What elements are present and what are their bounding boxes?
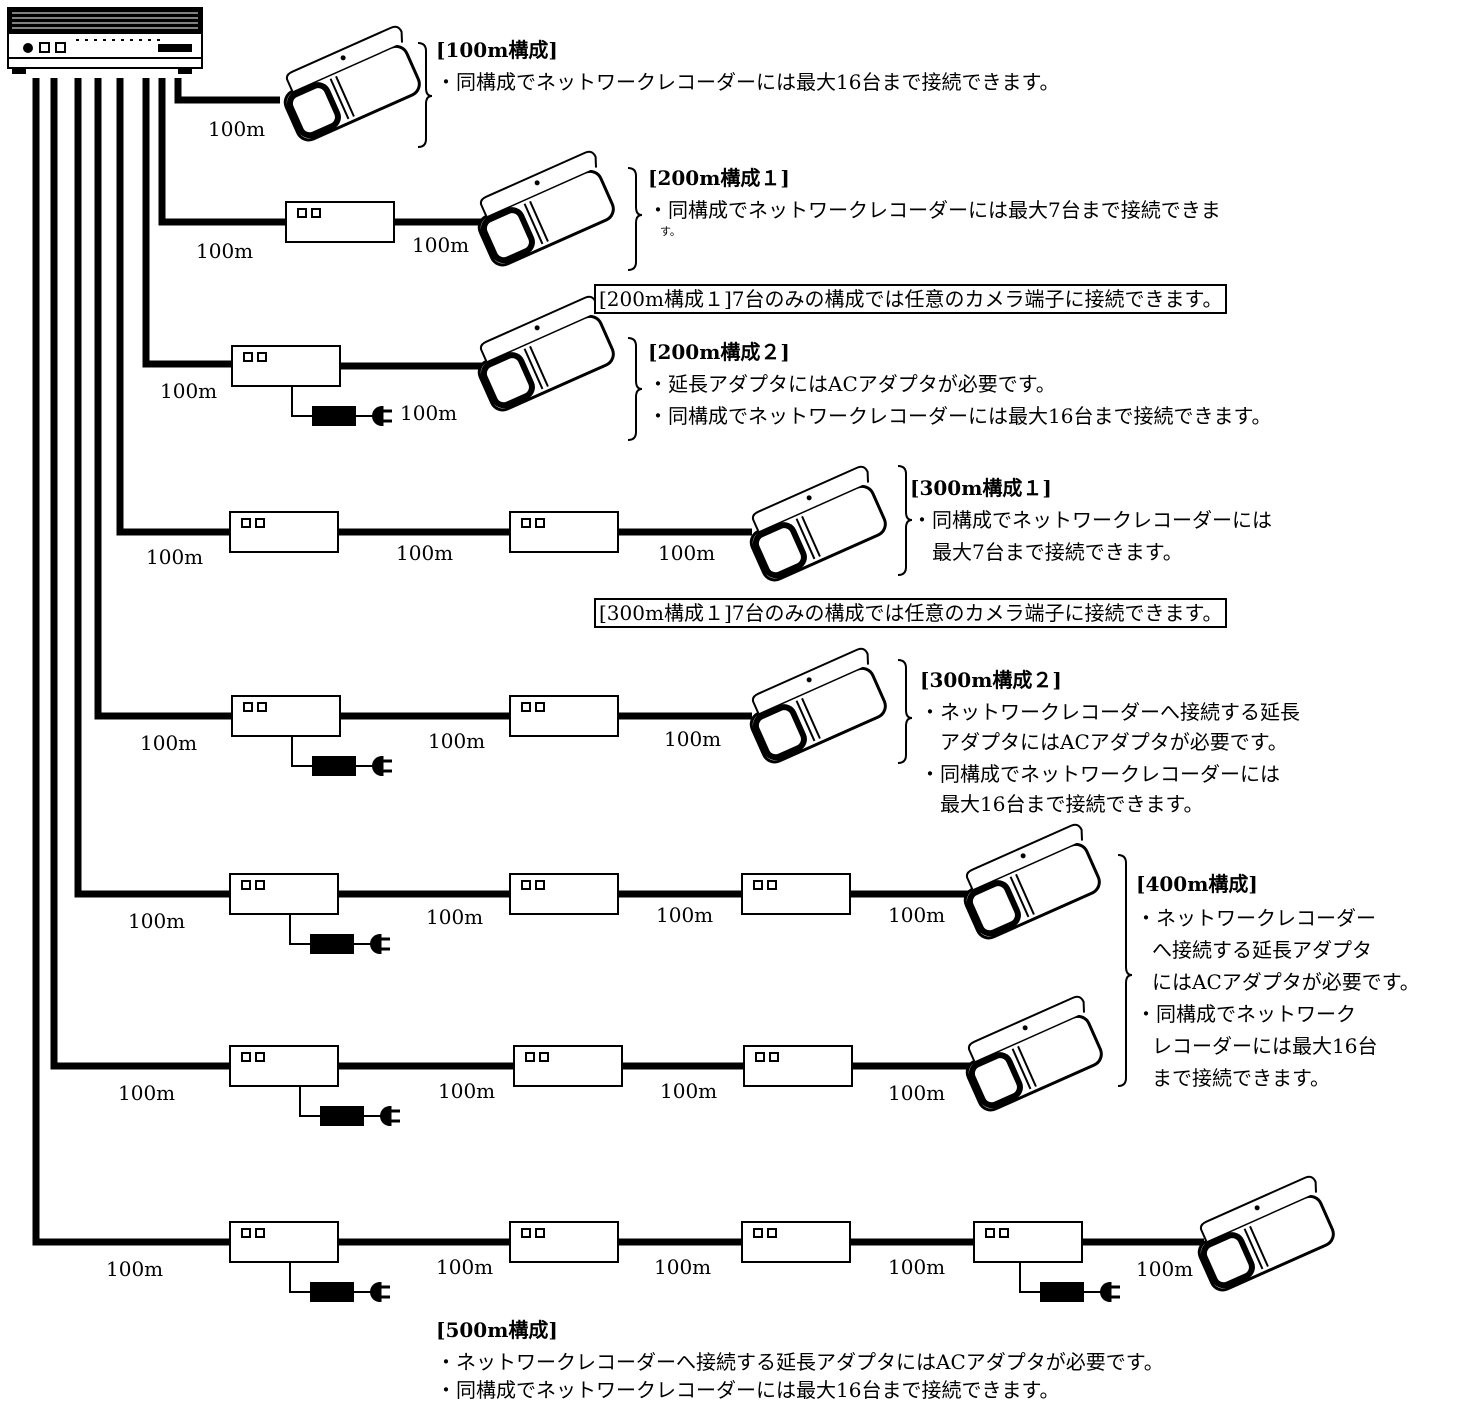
extension-adapter-13 — [229, 1221, 339, 1263]
distance-label-22: 100m — [654, 1255, 711, 1279]
config-400m-title: [400m構成] — [1136, 872, 1258, 896]
config-100m-title: [100m構成] — [436, 38, 558, 62]
config-400m-line-1: ・ネットワークレコーダー — [1136, 906, 1376, 930]
ac-adapter-3 — [289, 914, 390, 954]
extension-adapter-3 — [229, 511, 339, 553]
note-200m: [200m構成１]7台のみの構成では任意のカメラ端子に接続できます。 — [594, 284, 1228, 314]
distance-label-16: 100m — [118, 1081, 175, 1105]
extension-adapter-1 — [285, 201, 395, 243]
config-300m-2-line-3: ・同構成でネットワークレコーダーには — [920, 762, 1280, 786]
config-200m-2-line-2: ・同構成でネットワークレコーダーには最大16台まで接続できます。 — [648, 404, 1272, 428]
camera-6 — [963, 823, 1101, 940]
distance-label-23: 100m — [888, 1255, 945, 1279]
config-400m-line-3: にはACアダプタが必要です。 — [1152, 970, 1420, 994]
extension-adapter-9 — [741, 873, 851, 915]
extension-adapter-2 — [231, 345, 341, 387]
distance-label-18: 100m — [660, 1079, 717, 1103]
config-200m-2-title: [200m構成２] — [648, 340, 790, 364]
distance-label-13: 100m — [426, 905, 483, 929]
camera-5 — [749, 647, 887, 764]
config-300m-1-line-1: ・同構成でネットワークレコーダーには — [912, 508, 1272, 532]
cable-chains: 100m 100m 100m 100m 100m 100m 100m 100m 100m 100m… — [32, 25, 1335, 1302]
config-300m-2-line-2: アダプタにはACアダプタが必要です。 — [940, 730, 1288, 754]
distance-label-19: 100m — [888, 1081, 945, 1105]
config-400m-line-4: ・同構成でネットワーク — [1136, 1002, 1356, 1026]
distance-label-4: 100m — [160, 379, 217, 403]
distance-label-5: 100m — [400, 401, 457, 425]
camera-8 — [1197, 1175, 1335, 1292]
config-200m-1-title: [200m構成１] — [648, 166, 790, 190]
extension-adapter-15 — [741, 1221, 851, 1263]
config-200m-1-line-1: ・同構成でネットワークレコーダーには最大7台まで接続できま — [648, 198, 1221, 222]
distance-label-8: 100m — [658, 541, 715, 565]
camera-7 — [965, 995, 1103, 1112]
extension-adapter-11 — [513, 1045, 623, 1087]
config-100m-line-1: ・同構成でネットワークレコーダーには最大16台まで接続できます。 — [436, 70, 1060, 94]
extension-adapter-14 — [509, 1221, 619, 1263]
ac-adapter-4 — [299, 1086, 400, 1126]
extension-adapter-6 — [509, 695, 619, 737]
extension-adapter-4 — [509, 511, 619, 553]
distance-label-11: 100m — [664, 727, 721, 751]
ac-adapter-2 — [291, 736, 392, 776]
extension-adapter-16 — [973, 1221, 1083, 1263]
ac-adapter-1 — [291, 386, 392, 426]
extension-adapter-8 — [509, 873, 619, 915]
config-200m-1-line-2: す。 — [660, 225, 681, 238]
config-400m-line-2: へ接続する延長アダプタ — [1152, 938, 1372, 962]
config-300m-2-line-1: ・ネットワークレコーダーへ接続する延長 — [920, 700, 1300, 724]
config-300m-2-line-4: 最大16台まで接続できます。 — [940, 792, 1204, 816]
distance-label-3: 100m — [412, 233, 469, 257]
extension-adapter-12 — [743, 1045, 853, 1087]
distance-label-6: 100m — [146, 545, 203, 569]
distance-label-10: 100m — [428, 729, 485, 753]
config-300m-1-line-2: 最大7台まで接続できます。 — [932, 540, 1183, 564]
config-500m-line-2: ・同構成でネットワークレコーダーには最大16台まで接続できます。 — [436, 1378, 1060, 1402]
ac-adapter-5 — [289, 1262, 390, 1302]
distance-label-9: 100m — [140, 731, 197, 755]
camera-3 — [477, 295, 615, 412]
config-500m-title: [500m構成] — [436, 1318, 558, 1342]
config-300m-1-title: [300m構成１] — [910, 476, 1052, 500]
extension-adapter-10 — [229, 1045, 339, 1087]
ac-adapter-6 — [1019, 1262, 1120, 1302]
braces — [417, 42, 1133, 1087]
camera-1 — [283, 25, 421, 142]
distance-label-2: 100m — [196, 239, 253, 263]
extension-adapter-5 — [231, 695, 341, 737]
distance-label-7: 100m — [396, 541, 453, 565]
extension-adapter-7 — [229, 873, 339, 915]
distance-label-15: 100m — [888, 903, 945, 927]
distance-label-12: 100m — [128, 909, 185, 933]
camera-2 — [477, 150, 615, 267]
config-200m-2-line-1: ・延長アダプタにはACアダプタが必要です。 — [648, 372, 1056, 396]
camera-4 — [749, 465, 887, 582]
distance-label-14: 100m — [656, 903, 713, 927]
network-recorder — [7, 7, 203, 74]
note-300m: [300m構成１]7台のみの構成では任意のカメラ端子に接続できます。 — [594, 598, 1228, 628]
distance-label-24: 100m — [1136, 1257, 1193, 1281]
config-400m-line-6: まで接続できます。 — [1152, 1066, 1330, 1090]
distance-label-1: 100m — [208, 117, 265, 141]
distance-label-20: 100m — [106, 1257, 163, 1281]
config-300m-2-title: [300m構成２] — [920, 668, 1062, 692]
distance-label-21: 100m — [436, 1255, 493, 1279]
distance-label-17: 100m — [438, 1079, 495, 1103]
config-500m-line-1: ・ネットワークレコーダーへ接続する延長アダプタにはACアダプタが必要です。 — [436, 1350, 1164, 1374]
config-400m-line-5: レコーダーには最大16台 — [1152, 1034, 1378, 1058]
